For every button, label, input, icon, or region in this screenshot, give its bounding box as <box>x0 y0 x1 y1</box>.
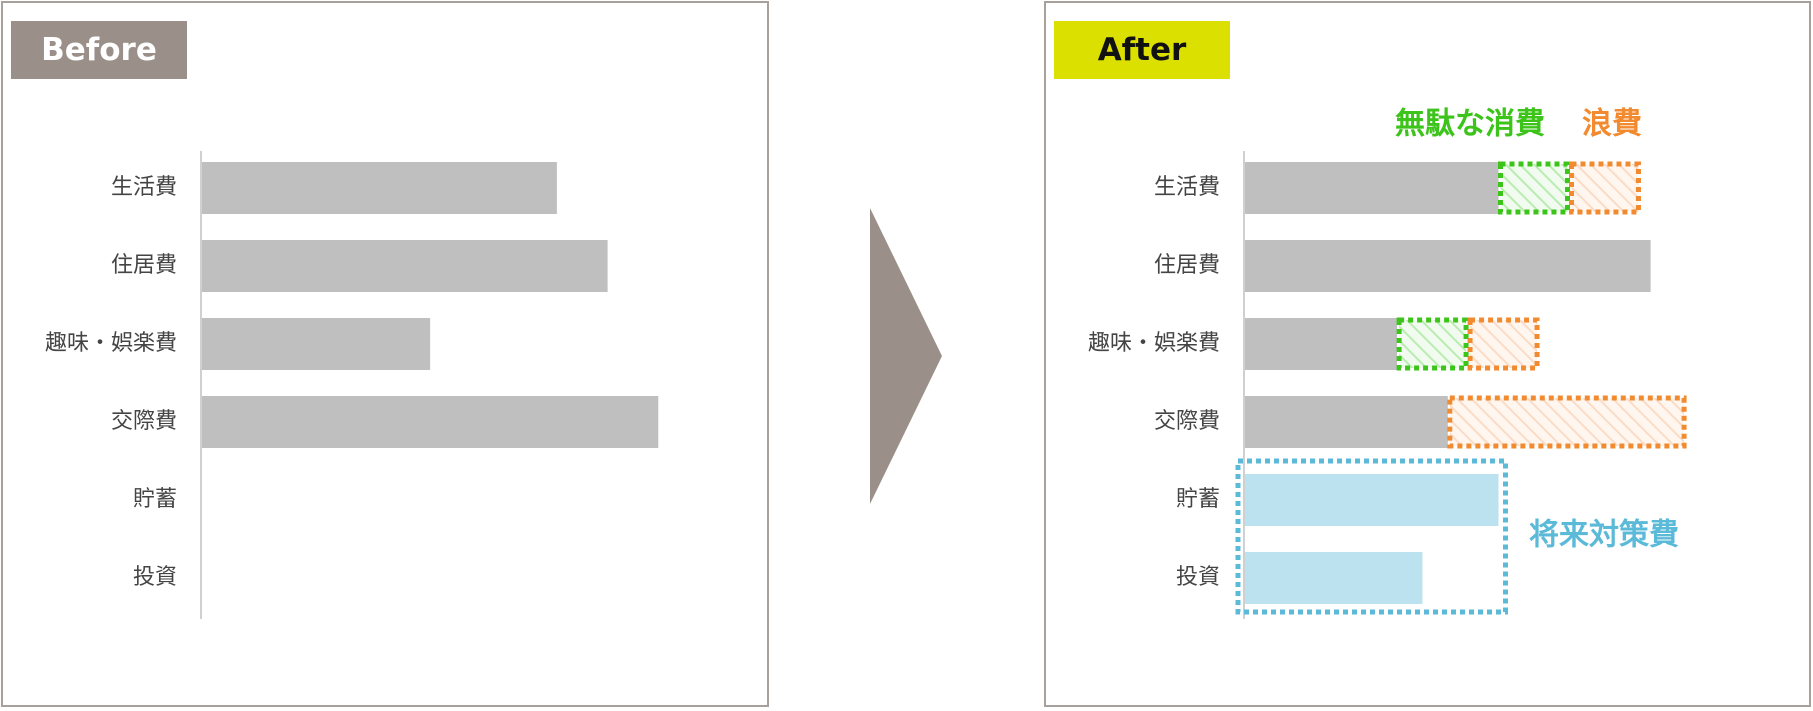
category-label-investment: 投資 <box>1176 565 1220 590</box>
category-label-hobby: 趣味・娯楽費 <box>1088 331 1220 356</box>
annotation-future-expenses: 将来対策費 <box>1529 518 1679 553</box>
bar-living <box>202 162 557 214</box>
overspend-bar-living <box>1568 161 1641 215</box>
category-label-living: 生活費 <box>1154 175 1220 200</box>
arrow-right-icon <box>870 208 942 504</box>
bar-savings <box>1245 474 1499 526</box>
after-tag: After <box>1054 21 1230 79</box>
annotation-wasteful-spending: 無駄な消費 <box>1395 107 1545 142</box>
bar-investment <box>1245 552 1423 604</box>
bar-social <box>202 396 659 448</box>
after-panel: After 生活費住居費趣味・娯楽費交際費貯蓄投資 無駄な消費 浪費将来対策費 <box>1044 1 1811 707</box>
category-label-housing: 住居費 <box>111 253 177 278</box>
bar-housing <box>1245 240 1651 292</box>
category-label-housing: 住居費 <box>1154 253 1220 278</box>
bar-hobby <box>1245 318 1398 370</box>
bar-social <box>1245 396 1448 448</box>
category-label-social: 交際費 <box>1154 409 1220 434</box>
bar-living <box>1245 162 1499 214</box>
waste-bar-hobby <box>1396 317 1469 371</box>
category-label-savings: 貯蓄 <box>1176 487 1220 512</box>
bar-housing <box>202 240 608 292</box>
before-panel: Before 生活費住居費趣味・娯楽費交際費貯蓄投資 <box>1 1 769 707</box>
future-expenses-frame <box>1235 458 1508 615</box>
category-label-living: 生活費 <box>111 175 177 200</box>
bar-hobby <box>202 318 431 370</box>
category-label-investment: 投資 <box>133 565 177 590</box>
before-tag: Before <box>11 21 187 79</box>
waste-bar-living <box>1498 161 1570 215</box>
overspend-bar-social <box>1447 395 1687 449</box>
category-label-social: 交際費 <box>111 409 177 434</box>
category-label-savings: 貯蓄 <box>133 487 177 512</box>
category-label-hobby: 趣味・娯楽費 <box>45 331 177 356</box>
annotation-overspending: 浪費 <box>1582 107 1642 142</box>
overspend-bar-hobby <box>1467 317 1540 371</box>
